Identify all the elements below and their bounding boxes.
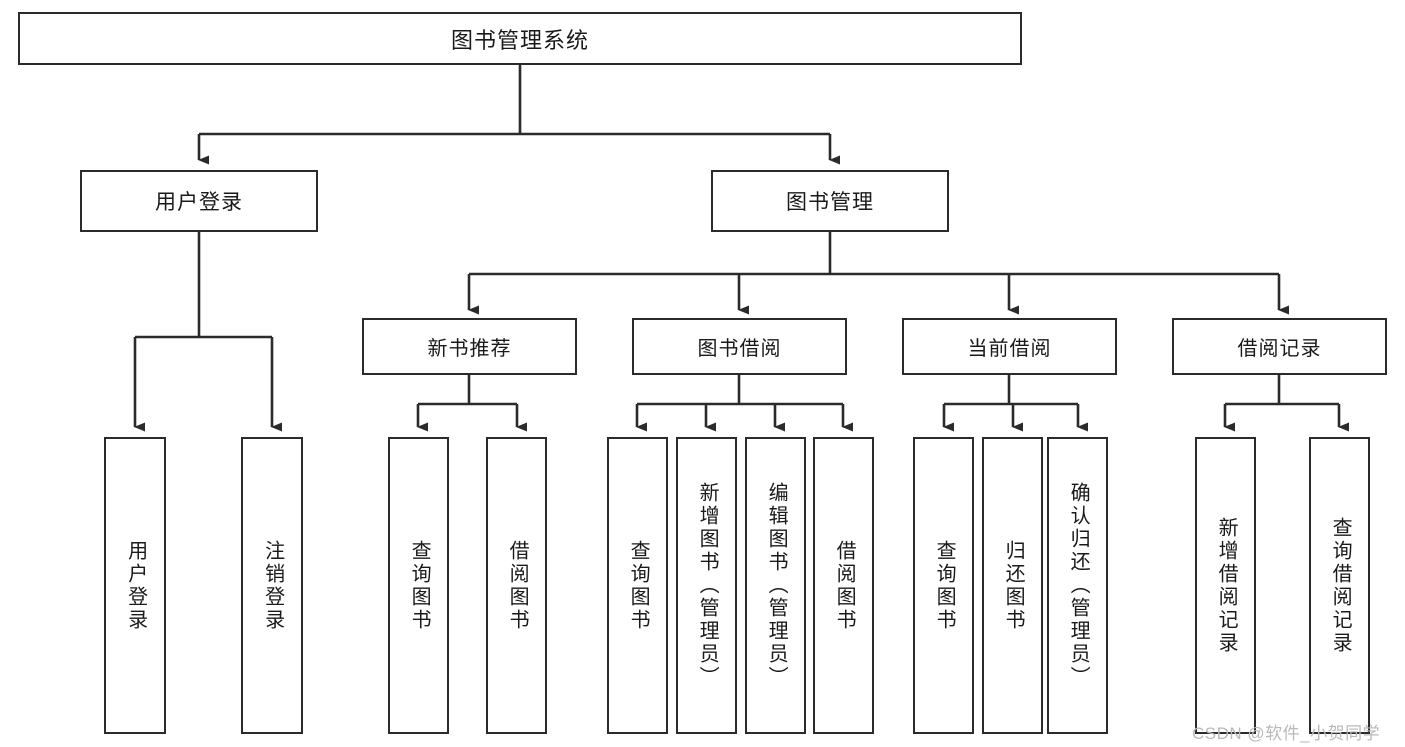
node-current-borrow[interactable]: 当前借阅 [902, 318, 1117, 375]
node-label: 查询图书 [933, 539, 956, 632]
leaf-current-confirm-return[interactable]: 确认归还（管理员） [1047, 437, 1108, 734]
node-label: 新增图书（管理员） [696, 482, 719, 689]
node-label: 查询借阅记录 [1329, 516, 1352, 655]
node-borrow-record[interactable]: 借阅记录 [1172, 318, 1387, 375]
node-book-management[interactable]: 图书管理 [711, 170, 949, 232]
node-label: 归还图书 [1002, 539, 1025, 632]
node-new-book-recommend[interactable]: 新书推荐 [362, 318, 577, 375]
node-label: 新增借阅记录 [1215, 516, 1238, 655]
node-label: 新书推荐 [427, 338, 512, 360]
node-label: 编辑图书（管理员） [765, 482, 788, 689]
leaf-record-add-record[interactable]: 新增借阅记录 [1195, 437, 1256, 734]
node-label: 当前借阅 [967, 338, 1052, 360]
node-label: 图书管理 [786, 191, 874, 214]
node-label: 确认归还（管理员） [1067, 482, 1090, 689]
node-label: 注销登录 [261, 539, 284, 632]
node-book-borrow[interactable]: 图书借阅 [632, 318, 847, 375]
leaf-new-book-query[interactable]: 查询图书 [388, 437, 449, 734]
leaf-user-login-logout[interactable]: 注销登录 [241, 437, 303, 734]
leaf-borrow-edit-book[interactable]: 编辑图书（管理员） [745, 437, 806, 734]
leaf-new-book-borrow[interactable]: 借阅图书 [486, 437, 547, 734]
node-label: 图书借阅 [697, 338, 782, 360]
node-label: 用户登录 [124, 539, 147, 632]
node-label: 图书管理系统 [450, 27, 589, 53]
node-label: 借阅图书 [833, 539, 856, 632]
leaf-current-query-book[interactable]: 查询图书 [913, 437, 974, 734]
node-label: 查询图书 [627, 539, 650, 632]
leaf-borrow-query-book[interactable]: 查询图书 [607, 437, 668, 734]
node-label: 借阅记录 [1237, 338, 1322, 360]
node-label: 用户登录 [155, 191, 243, 214]
leaf-borrow-add-book[interactable]: 新增图书（管理员） [676, 437, 737, 734]
node-label: 借阅图书 [506, 539, 529, 632]
leaf-borrow-borrow-book[interactable]: 借阅图书 [813, 437, 874, 734]
leaf-record-query-record[interactable]: 查询借阅记录 [1309, 437, 1370, 734]
leaf-user-login-login[interactable]: 用户登录 [104, 437, 166, 734]
leaf-current-return-book[interactable]: 归还图书 [982, 437, 1043, 734]
node-root-system[interactable]: 图书管理系统 [18, 12, 1022, 65]
node-label: 查询图书 [408, 539, 431, 632]
node-user-login[interactable]: 用户登录 [80, 170, 318, 232]
